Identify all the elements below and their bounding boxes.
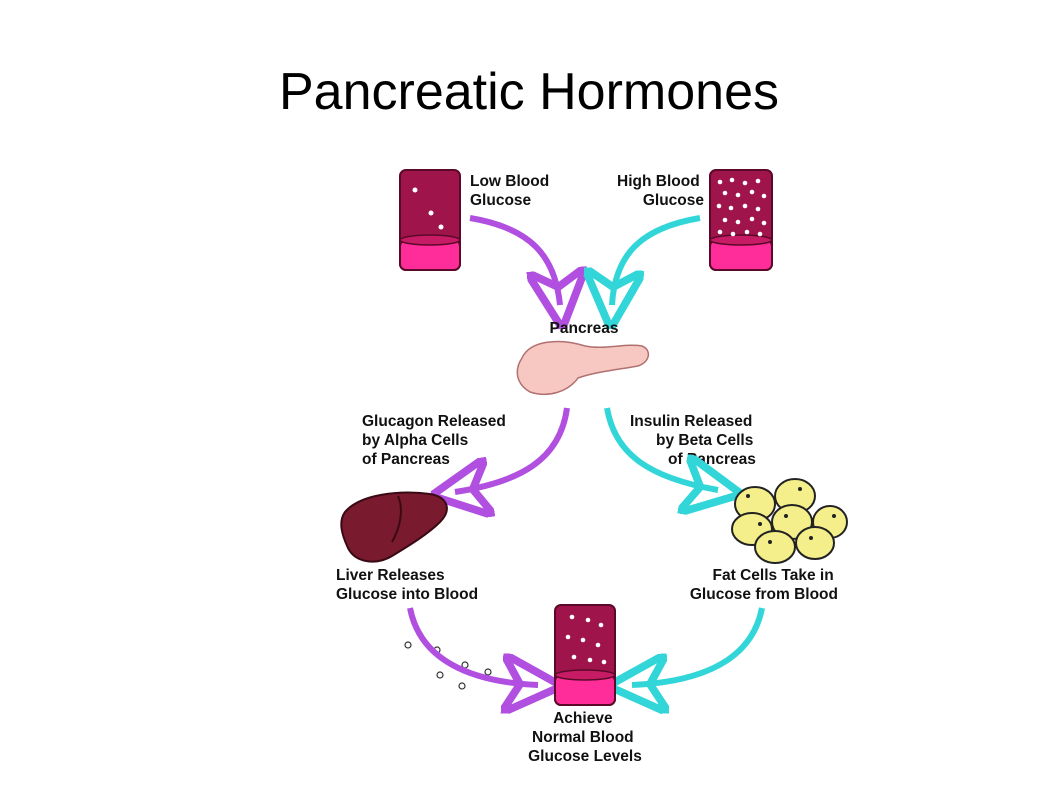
fat-cells <box>731 478 848 564</box>
glucagon-input-arrow <box>469 215 560 305</box>
insulin-released-label: Insulin Released by Beta Cells of Pancre… <box>630 413 758 468</box>
fat-cells-arrow-to-normal <box>632 607 765 685</box>
liver-organ <box>340 491 448 563</box>
high-glucose-label: High Blood Glucose <box>617 173 704 209</box>
insulin-input-arrow <box>612 215 701 305</box>
glucagon-arrow-to-liver <box>455 407 570 492</box>
liver-releases-label: Liver Releases Glucose into Blood <box>336 567 478 603</box>
liver-arrow-to-normal <box>407 607 538 685</box>
normal-glucose-tube <box>554 604 616 706</box>
fat-cells-label: Fat Cells Take in Glucose from Blood <box>690 567 838 603</box>
low-glucose-tube <box>399 169 461 271</box>
glucagon-released-label: Glucagon Released by Alpha Cells of Panc… <box>362 413 510 468</box>
pancreas-organ <box>516 340 650 396</box>
insulin-arrow-to-fat-cells <box>604 407 718 490</box>
pancreas-label: Pancreas <box>550 320 619 337</box>
low-glucose-label: Low Blood Glucose <box>470 173 554 209</box>
achieve-normal-label: Achieve Normal Blood Glucose Levels <box>528 710 642 765</box>
high-glucose-tube <box>709 169 773 271</box>
slide-title: Pancreatic Hormones <box>279 63 779 121</box>
